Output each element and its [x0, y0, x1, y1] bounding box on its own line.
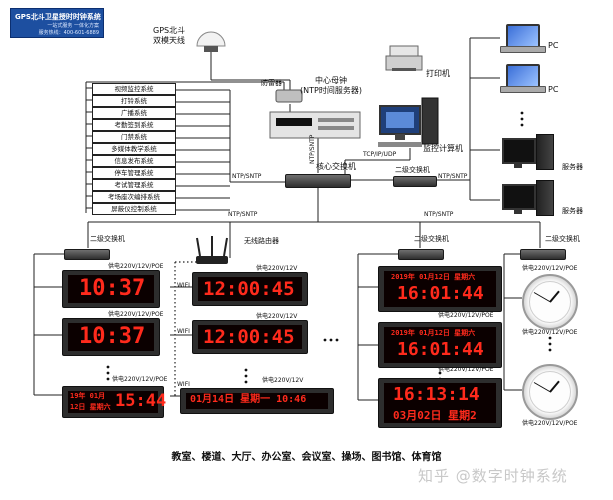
system-item: 考场座次编排系统 [92, 191, 176, 203]
clock-time: 10:37 [79, 276, 146, 301]
power-label: 供电220V/12V/POE [522, 420, 578, 427]
clock-date: 2019年 01月12日 星期六 [391, 273, 476, 281]
system-item: 打铃系统 [92, 95, 176, 107]
power-label: 供电220V/12V/POE [108, 311, 164, 318]
system-item: 视频监控系统 [92, 83, 176, 95]
led-clock: 12:00:45 [192, 272, 308, 306]
logo-hotline: 服务热线：400-601-6889 [38, 30, 99, 36]
secondary-switch-left [64, 249, 110, 260]
router-label: 无线路由器 [244, 237, 279, 245]
logo-slogan: 一站式服务 一体化方案 [47, 23, 99, 29]
ntp-label-bottom-right: NTP/SNTP [424, 211, 454, 218]
ntp-vertical-label: NTP/SNTP [309, 134, 316, 164]
wifi-label: WIFI [177, 328, 190, 335]
analog-wall-clock [522, 274, 578, 330]
power-label: 供电220V/12V [256, 313, 298, 320]
monitor-computer-label: 监控计算机 [423, 144, 463, 153]
clock-date: 03月02日 星期2 [393, 409, 477, 422]
secondary-switch-mid [398, 249, 444, 260]
led-clock: 10:37 [62, 270, 160, 308]
power-label: 供电220V/12V/POE [438, 312, 494, 319]
system-item: 屏蔽仪控制系统 [92, 203, 176, 215]
power-label: 供电220V/12V/POE [522, 329, 578, 336]
system-item: 门禁系统 [92, 131, 176, 143]
secondary-switch-right [393, 176, 437, 187]
analog-wall-clock [522, 364, 578, 420]
master-clock-icon [269, 111, 361, 139]
secondary-switch-mid-label: 二级交换机 [414, 235, 449, 243]
secondary-switch-left-label: 二级交换机 [90, 235, 125, 243]
clock-time: 16:01:44 [397, 339, 484, 360]
power-label: 供电220V/12V/POE [112, 376, 168, 383]
clock-time: 15:44 [115, 391, 167, 411]
system-item: 多媒体教学系统 [92, 143, 176, 155]
power-label: 供电220V/12V [262, 377, 304, 384]
server-label: 服务器 [562, 163, 583, 171]
system-item: 停车管理系统 [92, 167, 176, 179]
clock-time: 16:13:14 [393, 384, 480, 405]
ntp-label-bottom-left: NTP/SNTP [228, 211, 258, 218]
arrester-icon [275, 89, 303, 103]
logo-title: GPS北斗卫星授时时钟系统 [15, 13, 101, 21]
server-label: 服务器 [562, 207, 583, 215]
system-item: 信息发布系统 [92, 155, 176, 167]
clock-date-time: 01月14日 星期一 10:46 [190, 394, 307, 405]
system-item: 广播系统 [92, 107, 176, 119]
gps-antenna-label: GPS北斗 双模天线 [153, 26, 186, 46]
clock-time: 12:00:45 [203, 278, 295, 300]
location-caption: 教室、楼道、大厅、办公室、会议室、操场、图书馆、体育馆 [171, 452, 442, 463]
clock-date-top: 19年 01月 [70, 392, 106, 400]
gps-antenna-icon [196, 31, 226, 52]
led-strip-clock: 01月14日 星期一 10:46 [180, 388, 334, 414]
clock-date-bottom: 12日 星期六 [70, 403, 111, 411]
clock-time: 12:00:45 [203, 326, 295, 348]
clock-date: 2019年 01月12日 星期六 [391, 329, 476, 337]
power-label: 供电220V/12V/POE [438, 366, 494, 373]
secondary-switch-far-label: 二级交换机 [545, 235, 580, 243]
monitor-computer-icon [378, 97, 439, 147]
core-switch-label: 核心交换机 [316, 162, 356, 171]
system-item: 考勤签到系统 [92, 119, 176, 131]
watermark: 知乎 @数字时钟系统 [418, 467, 568, 485]
ntp-label-left: NTP/SNTP [232, 173, 262, 180]
secondary-switch-far [520, 249, 566, 260]
led-calendar-clock: 16:13:14 03月02日 星期2 [378, 378, 502, 428]
led-calendar-clock: 2019年 01月12日 星期六 16:01:44 [378, 266, 502, 312]
led-clock: 10:37 [62, 318, 160, 356]
printer-icon [385, 45, 423, 71]
printer-label: 打印机 [426, 69, 450, 78]
tcp-label: TCP/IP/UDP [363, 151, 397, 158]
clock-time: 10:37 [79, 324, 146, 349]
power-label: 供电220V/12V [256, 265, 298, 272]
power-label: 供电220V/12V/POE [108, 263, 164, 270]
arrester-label: 防雷器 [261, 79, 282, 87]
ntp-label-right: NTP/SNTP [438, 173, 468, 180]
core-switch [285, 174, 351, 188]
router-icon [196, 236, 228, 264]
pc-label: PC [548, 85, 559, 94]
led-calendar-clock: 2019年 01月12日 星期六 16:01:44 [378, 322, 502, 368]
power-label: 供电220V/12V/POE [522, 265, 578, 272]
wifi-label: WIFI [177, 381, 190, 388]
led-clock: 12:00:45 [192, 320, 308, 354]
system-item: 考试管理系统 [92, 179, 176, 191]
clock-time: 16:01:44 [397, 283, 484, 304]
company-logo: GPS北斗卫星授时时钟系统 一站式服务 一体化方案 服务热线：400-601-6… [10, 8, 104, 38]
led-calendar-clock: 19年 01月 12日 星期六 15:44 [62, 386, 167, 418]
pc-label: PC [548, 41, 559, 50]
secondary-switch-right-label: 二级交换机 [395, 166, 430, 174]
master-clock-label: 中心母钟 (NTP时间服务器) [300, 76, 362, 96]
wifi-label: WIFI [177, 282, 190, 289]
